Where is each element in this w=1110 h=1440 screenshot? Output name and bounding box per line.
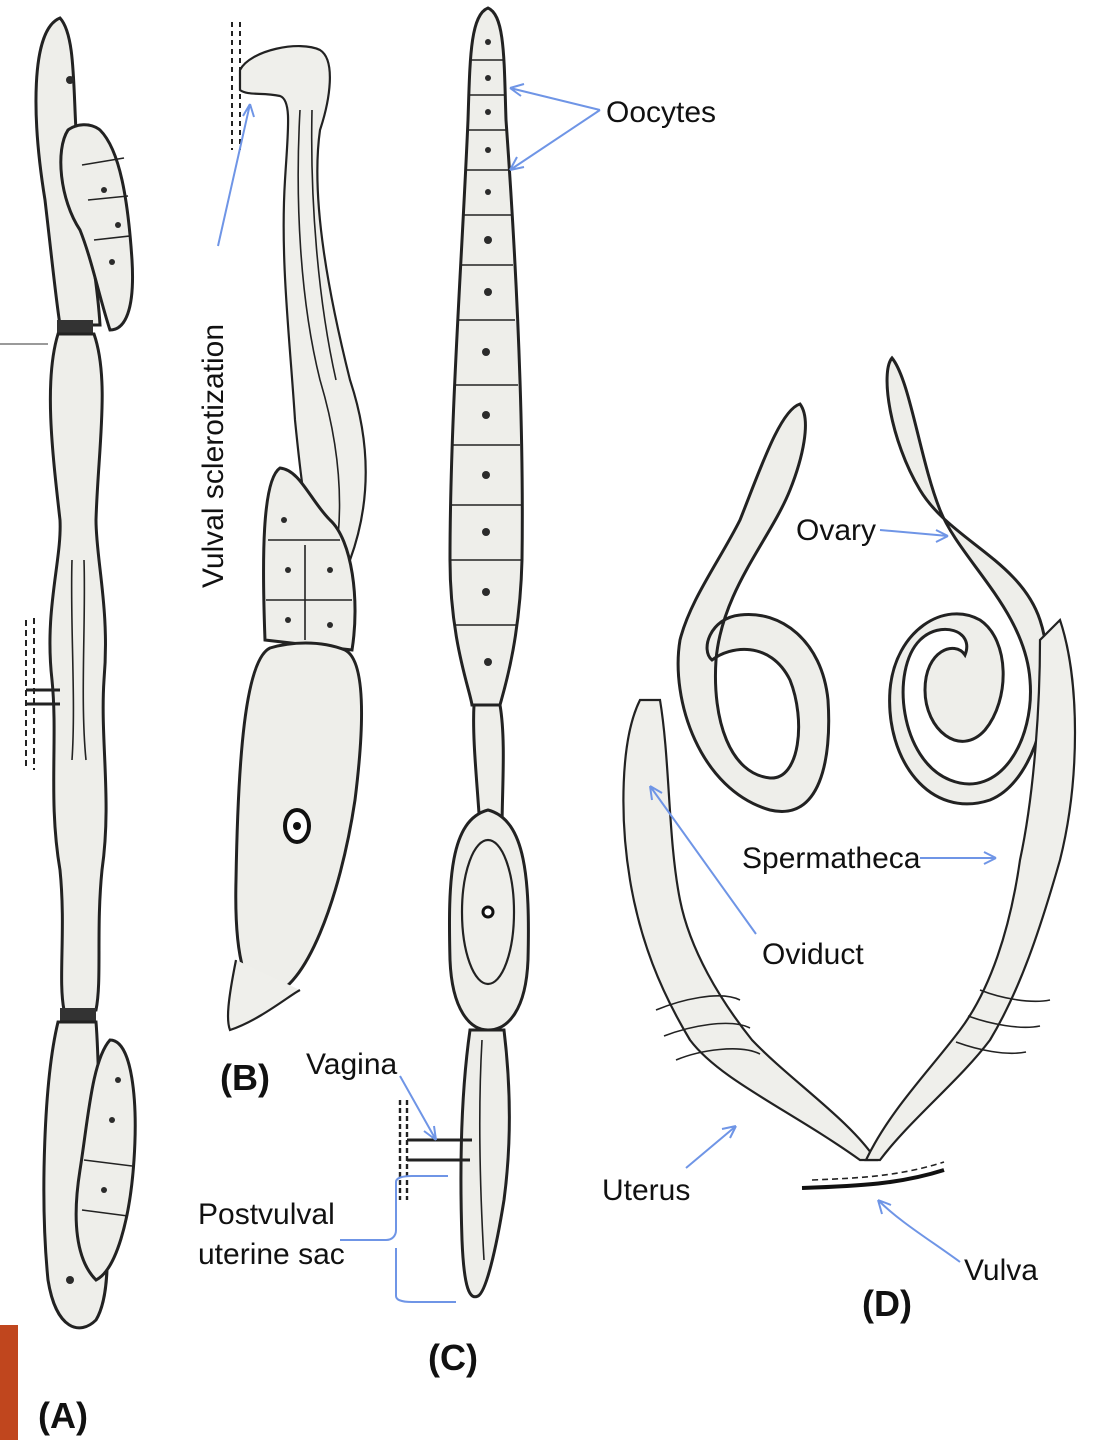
label-vulva: Vulva bbox=[964, 1254, 1038, 1287]
panel-a-ovary-drawing bbox=[26, 18, 135, 1328]
label-vulval-sclerotization: Vulval sclerotization bbox=[197, 324, 230, 588]
panel-b-ovary-drawing bbox=[228, 22, 366, 1030]
label-oviduct: Oviduct bbox=[762, 938, 864, 971]
label-oocytes: Oocytes bbox=[606, 96, 716, 129]
panel-label-c: (C) bbox=[428, 1337, 478, 1378]
label-ovary: Ovary bbox=[796, 514, 876, 547]
label-uterus: Uterus bbox=[602, 1174, 690, 1207]
label-vagina: Vagina bbox=[306, 1048, 398, 1081]
label-spermatheca: Spermatheca bbox=[742, 842, 921, 875]
panel-label-b: (B) bbox=[220, 1057, 270, 1098]
panel-c-ovary-drawing bbox=[400, 8, 528, 1297]
slide-accent-bar bbox=[0, 1325, 18, 1440]
label-postvulval-line1: Postvulval bbox=[198, 1198, 335, 1231]
label-postvulval-line2: uterine sac bbox=[198, 1238, 345, 1271]
panel-d-ovary-drawing bbox=[623, 358, 1075, 1188]
panel-label-a: (A) bbox=[38, 1395, 88, 1436]
panel-label-d: (D) bbox=[862, 1283, 912, 1324]
